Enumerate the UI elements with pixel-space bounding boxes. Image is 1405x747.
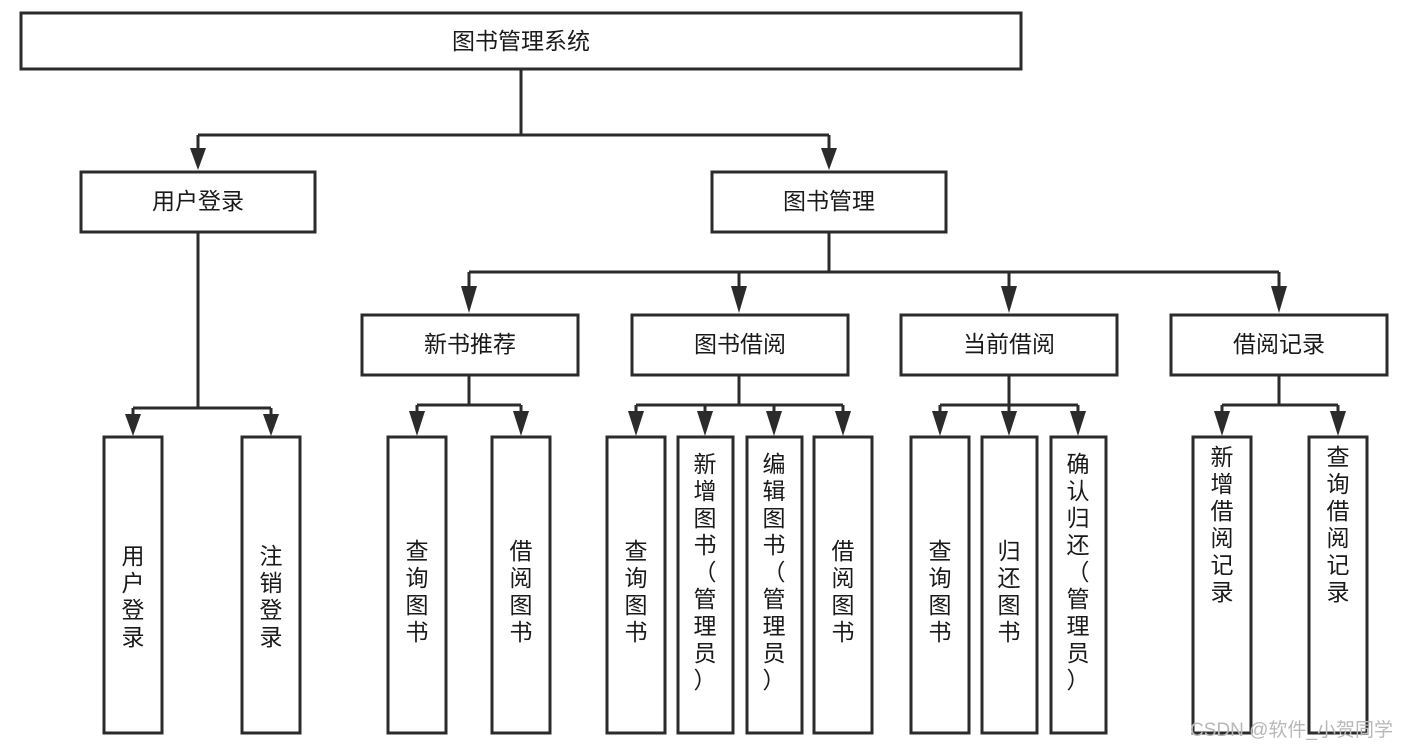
leaf-current-query-book[interactable]: 查询图书: [909, 435, 971, 735]
leaf-borrow-borrow-book-box[interactable]: [812, 435, 874, 735]
leaf-borrow-add-book-admin-box[interactable]: [676, 435, 735, 735]
arrow-current-c3-icon: [1070, 411, 1086, 436]
arrow-borrow-c2-icon: [697, 411, 713, 436]
node-book-borrow-box[interactable]: [630, 313, 850, 377]
node-borrow-records[interactable]: 借阅记录: [1169, 313, 1389, 377]
leaf-borrow-add-book-admin[interactable]: 新增图书（管理员）: [676, 435, 735, 735]
arrow-to-current-icon: [1001, 286, 1017, 313]
leaf-records-add-record-label: 新增借阅记录: [1211, 444, 1234, 605]
leaf-records-add-record-box[interactable]: [1191, 435, 1253, 735]
node-new-book-recommend[interactable]: 新书推荐: [360, 313, 580, 377]
leaf-user-login-box[interactable]: [102, 435, 164, 735]
csdn-watermark: CSDN @软件_小贺同学: [1190, 719, 1393, 741]
leaf-borrow-query-book-label: 查询图书: [625, 538, 648, 645]
arrow-login-c2-icon: [263, 414, 279, 436]
node-borrow-records-label: 借阅记录: [1233, 331, 1325, 357]
edges-group: [125, 69, 1346, 436]
leaf-current-query-book-box[interactable]: [909, 435, 971, 735]
node-user-login-label: 用户登录: [152, 188, 244, 214]
arrow-login-c1-icon: [125, 414, 141, 436]
leaf-records-query-record-label: 查询借阅记录: [1327, 444, 1350, 605]
leaf-logout-box[interactable]: [240, 435, 302, 735]
node-user-login[interactable]: 用户登录: [79, 170, 317, 234]
node-book-borrow[interactable]: 图书借阅: [630, 313, 850, 377]
leaf-records-query-record[interactable]: 查询借阅记录: [1307, 435, 1369, 735]
arrow-borrow-c1-icon: [628, 411, 644, 436]
leaf-current-return-book[interactable]: 归还图书: [980, 435, 1039, 735]
arrow-current-c2-icon: [1001, 411, 1017, 436]
node-root-box[interactable]: [19, 11, 1023, 71]
leaf-user-login-label: 用户登录: [122, 543, 145, 650]
node-root-label: 图书管理系统: [452, 28, 590, 54]
leaf-current-confirm-return-admin-label: 确认归还（管理员）: [1067, 451, 1090, 693]
node-book-management-box[interactable]: [710, 170, 948, 234]
node-current-borrow[interactable]: 当前借阅: [899, 313, 1119, 377]
leaf-newbook-query-book-box[interactable]: [386, 435, 448, 735]
leaf-borrow-edit-book-admin[interactable]: 编辑图书（管理员）: [745, 435, 804, 735]
leaf-borrow-query-book-box[interactable]: [605, 435, 667, 735]
arrow-to-newbook-icon: [461, 286, 477, 313]
node-borrow-records-box[interactable]: [1169, 313, 1389, 377]
leaf-current-confirm-return-admin[interactable]: 确认归还（管理员）: [1049, 435, 1108, 735]
node-user-login-box[interactable]: [79, 170, 317, 234]
node-book-management[interactable]: 图书管理: [710, 170, 948, 234]
leaf-newbook-query-book[interactable]: 查询图书: [386, 435, 448, 735]
arrow-to-records-icon: [1271, 286, 1287, 313]
arrow-borrow-c3-icon: [766, 411, 782, 436]
leaf-logout-label: 注销登录: [260, 543, 283, 650]
node-current-borrow-label: 当前借阅: [963, 331, 1055, 357]
arrow-records-c1-icon: [1214, 411, 1230, 436]
arrow-newbook-c1-icon: [409, 411, 425, 436]
node-new-book-recommend-box[interactable]: [360, 313, 580, 377]
leaf-logout[interactable]: 注销登录: [240, 435, 302, 735]
leaf-newbook-borrow-book[interactable]: 借阅图书: [490, 435, 552, 735]
leaf-borrow-borrow-book-label: 借阅图书: [832, 538, 855, 645]
leaf-borrow-query-book[interactable]: 查询图书: [605, 435, 667, 735]
leaf-borrow-add-book-admin-label: 新增图书（管理员）: [694, 451, 717, 693]
leaf-newbook-query-book-label: 查询图书: [406, 538, 429, 645]
leaf-records-query-record-box[interactable]: [1307, 435, 1369, 735]
node-book-management-label: 图书管理: [783, 188, 875, 214]
leaf-borrow-edit-book-admin-label: 编辑图书（管理员）: [763, 451, 786, 693]
leaf-current-return-book-label: 归还图书: [998, 538, 1021, 645]
arrow-to-borrow-icon: [731, 286, 747, 313]
node-book-borrow-label: 图书借阅: [694, 331, 786, 357]
node-new-book-recommend-label: 新书推荐: [424, 331, 516, 357]
leaf-borrow-borrow-book[interactable]: 借阅图书: [812, 435, 874, 735]
arrow-newbook-c2-icon: [513, 411, 529, 436]
arrow-records-c2-icon: [1330, 411, 1346, 436]
arrow-to-bookmgmt-icon: [821, 148, 837, 170]
leaf-current-confirm-return-admin-box[interactable]: [1049, 435, 1108, 735]
arrow-current-c1-icon: [932, 411, 948, 436]
leaf-records-add-record[interactable]: 新增借阅记录: [1191, 435, 1253, 735]
leaf-borrow-edit-book-admin-box[interactable]: [745, 435, 804, 735]
leaf-newbook-borrow-book-box[interactable]: [490, 435, 552, 735]
leaf-current-query-book-label: 查询图书: [929, 538, 952, 645]
node-current-borrow-box[interactable]: [899, 313, 1119, 377]
leaf-user-login[interactable]: 用户登录: [102, 435, 164, 735]
leaf-newbook-borrow-book-label: 借阅图书: [510, 538, 533, 645]
leaf-current-return-book-box[interactable]: [980, 435, 1039, 735]
node-root[interactable]: 图书管理系统: [19, 11, 1023, 71]
arrow-borrow-c4-icon: [835, 411, 851, 436]
arrow-to-login-icon: [190, 148, 206, 170]
